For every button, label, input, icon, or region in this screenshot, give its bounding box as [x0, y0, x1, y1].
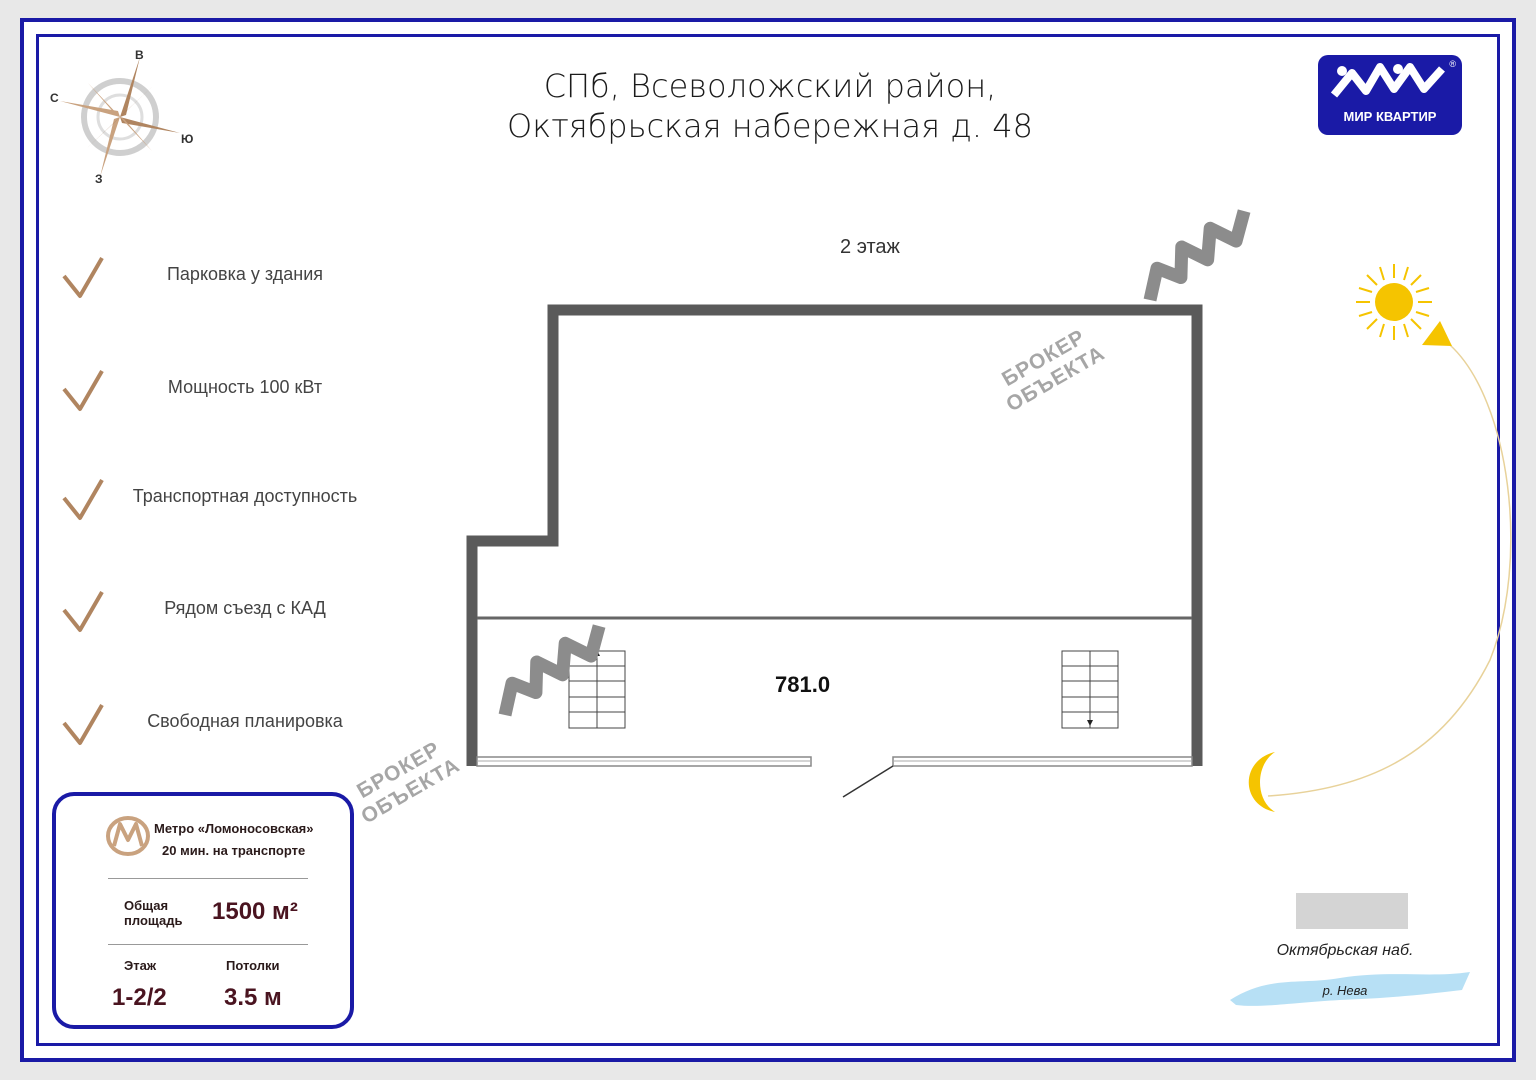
- address-title-line1: СПб, Всеволожский район,: [543, 67, 997, 105]
- card-divider: [108, 878, 308, 879]
- sun-path-arrow-icon: [1422, 321, 1452, 346]
- stair-arrow-down-icon: [1087, 720, 1093, 726]
- feature-label: Мощность 100 кВт: [167, 377, 323, 397]
- metro-name: Метро «Ломоносовская»: [154, 821, 314, 836]
- staircase-left: [568, 650, 626, 729]
- logo-mark-icon: [1330, 63, 1445, 98]
- inner-frame: [36, 34, 1500, 1046]
- room-area-label: 781.0: [775, 672, 831, 697]
- feature-item: Рядом съезд с КАД: [60, 586, 390, 636]
- ceiling-value: 3.5 м: [224, 984, 282, 1011]
- total-area-value: 1500 м²: [212, 898, 298, 925]
- compass-letter-bottom: З: [95, 172, 103, 186]
- info-card: Метро «Ломоносовская» 20 мин. на транспо…: [52, 792, 354, 1029]
- feature-item: Свободная планировка: [60, 699, 390, 749]
- feature-label: Парковка у здания: [166, 264, 323, 284]
- feature-item: Мощность 100 кВт: [60, 365, 390, 415]
- metro-time: 20 мин. на транспорте: [162, 843, 306, 858]
- river-shape: [1230, 972, 1470, 1006]
- checkmark-icon: [62, 703, 104, 745]
- ceiling-label: Потолки: [226, 958, 280, 973]
- metro-icon: [106, 816, 150, 856]
- compass-icon: [60, 57, 180, 177]
- sun-path-arc: [1267, 344, 1512, 797]
- compass-letter-right: Ю: [181, 132, 194, 146]
- street-label: Октябрьская наб.: [1276, 942, 1414, 959]
- feature-label: Транспортная доступность: [132, 486, 358, 506]
- floor-value: 1-2/2: [112, 984, 167, 1011]
- river-label: р. Нева: [1322, 983, 1368, 998]
- card-divider: [108, 944, 308, 945]
- compass-rose: В С Ю З: [50, 45, 210, 195]
- compass-letter-top: В: [135, 48, 144, 62]
- feature-item: Парковка у здания: [60, 252, 390, 302]
- exterior-wall: [466, 304, 1203, 766]
- checkmark-icon: [62, 478, 104, 520]
- sun-icon: [1356, 264, 1432, 340]
- total-area-label: Общая площадь: [124, 898, 182, 928]
- total-area-label-line1: Общая: [124, 898, 169, 913]
- compass-letter-left: С: [50, 91, 59, 105]
- logo-text: МИР КВАРТИР: [1343, 109, 1437, 124]
- watermark-logo-icon: [1143, 209, 1251, 302]
- total-area-label-line2: площадь: [124, 913, 183, 928]
- watermark-logo-icon: [498, 624, 606, 717]
- feature-label: Рядом съезд с КАД: [164, 598, 326, 618]
- staircase-right: [1061, 650, 1119, 729]
- feature-item: Транспортная доступность: [60, 474, 390, 524]
- moon-icon: [1248, 752, 1275, 812]
- address-title-line2: Октябрьская набережная д. 48: [507, 107, 1033, 145]
- feature-label: Свободная планировка: [147, 711, 343, 731]
- brand-logo: ® МИР КВАРТИР: [1318, 55, 1462, 135]
- building-marker: [1296, 893, 1408, 929]
- checkmark-icon: [62, 256, 104, 298]
- checkmark-icon: [62, 590, 104, 632]
- metro-info: Метро «Ломоносовская» 20 мин. на транспо…: [154, 818, 314, 862]
- logo-registered-mark: ®: [1449, 59, 1456, 69]
- floor-plan-label: 2 этаж: [840, 236, 900, 258]
- floor-label: Этаж: [124, 958, 157, 973]
- checkmark-icon: [62, 369, 104, 411]
- door-icon: [842, 765, 894, 798]
